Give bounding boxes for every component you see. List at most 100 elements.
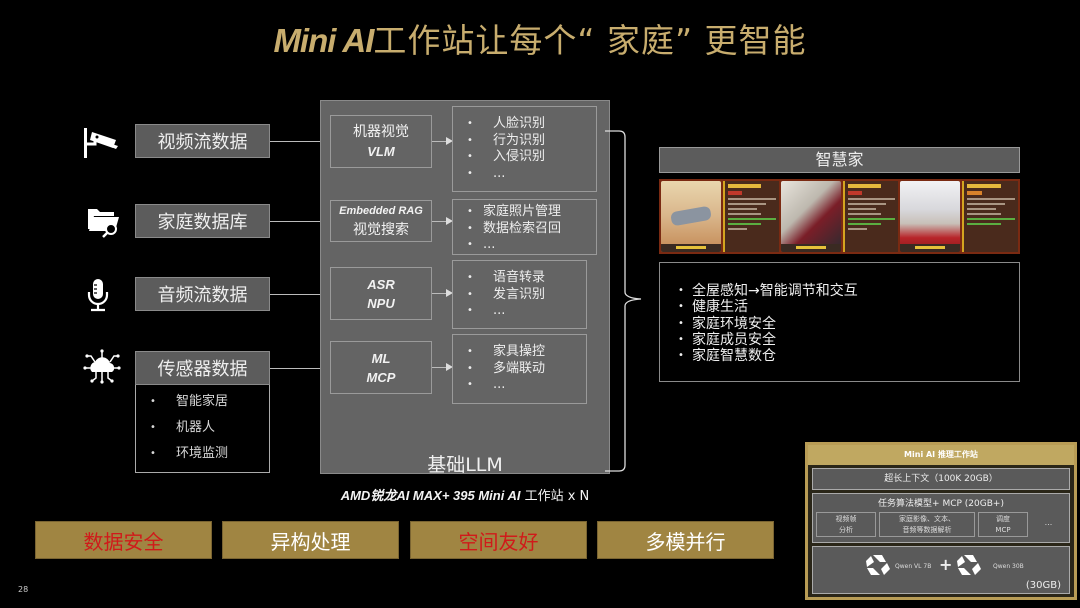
security-camera-icon [82,126,122,166]
connector-line [270,221,323,222]
connector-line [432,141,446,142]
pillar-data-security: 数据安全 [35,521,212,559]
scene-card [723,181,779,252]
pillar-space-friendly: 空间友好 [410,521,587,559]
source-label: 家庭数据库 [157,212,248,233]
page-number: 28 [18,585,29,594]
source-home-database: 家庭数据库 [135,204,270,238]
list-item: •... [467,165,506,181]
model-type: VLM [367,143,395,159]
model-row: Qwen VL 7B + Qwen 30B (30GB) [812,546,1070,594]
feature-list-asr: •语音转录 •发言识别 •... [452,260,587,329]
list-item: •... [467,377,506,392]
smart-home-scene-strip [659,179,1020,254]
model-type: NPU [367,295,395,311]
title-brand: Mini AI [273,22,374,59]
list-item: •家具操控 [467,344,546,359]
connector-line [432,367,446,368]
source-label: 音频流数据 [157,285,248,306]
source-sensor-data: 传感器数据 [135,351,270,385]
list-item: •家庭照片管理 [467,204,562,219]
scene-card [842,181,899,252]
inference-station-card: Mini AI 推理工作站 超长上下文（100K 20GB） 任务算法模型+ M… [805,442,1077,600]
feature-list-ml: •家具操控 •多端联动 •... [452,334,587,404]
source-audio-stream: 音频流数据 [135,277,270,311]
source-label: 传感器数据 [157,359,248,380]
feature-list-rag: •家庭照片管理 •数据检索召回 •... [452,199,597,255]
pillar-label: 异构处理 [270,529,351,554]
model-box-rag: Embedded RAG 视觉搜索 [330,200,432,242]
arrow-head-icon [446,363,453,371]
station-title: Mini AI 推理工作站 [808,445,1074,465]
list-item: •家庭环境安全 [678,315,776,332]
list-item: •语音转录 [467,270,546,285]
connector-line [432,293,446,294]
pillar-multimodel: 多模并行 [597,521,774,559]
base-llm-label: 基础LLM [427,454,503,476]
list-item: •多端联动 [467,360,546,376]
connector-line [270,141,323,142]
qwen-logo-icon [865,553,890,575]
connector-line [432,221,446,222]
model-a-label: Qwen VL 7B [895,563,932,570]
list-item: •... [467,303,506,318]
list-item: •家庭智慧数仓 [678,348,776,365]
smart-home-header: 智慧家 [659,147,1020,173]
sensor-type-list: •智能家居 •机器人 •环境监测 [135,385,270,473]
list-item: •健康生活 [678,299,748,316]
pillar-heterogeneous: 异构处理 [222,521,399,559]
model-type: MCP [366,369,396,385]
scene-card [962,181,1019,252]
arrow-head-icon [446,289,453,297]
smart-home-benefits: •全屋感知→智能调节和交互 •健康生活 •家庭环境安全 •家庭成员安全 •家庭智… [659,262,1020,382]
arrow-head-icon [446,137,453,145]
arrow-head-icon [446,217,453,225]
list-item: •行为识别 [467,132,546,148]
list-item: •... [467,237,496,252]
scene-image-fall [661,181,721,252]
model-name: 机器视觉 [353,123,409,140]
model-name: Embedded RAG [339,205,423,217]
list-item: •数据检索召回 [467,220,562,236]
list-item: •智能家居 [150,394,229,409]
model-b-label: Qwen 30B [993,563,1024,570]
caption-text: 工作站 x N [520,489,590,504]
curly-brace-icon [605,128,645,478]
model-name: ASR [367,276,395,292]
list-item: •人脸识别 [467,116,546,131]
plus-sign: + [939,555,953,574]
cloud-network-icon [82,348,122,388]
title-text: 工作站让每个“ 家庭” 更智能 [373,21,807,60]
scene-image-fridge [900,181,961,252]
model-box-ml: ML MCP [330,341,432,394]
model-type: 视觉搜索 [353,222,409,238]
task-data-parse: 家庭影像、文本、音频等数据解析 [879,512,975,537]
folder-search-icon [86,203,126,243]
qwen-logo-icon [956,553,981,575]
list-item: •家庭成员安全 [678,331,776,348]
model-box-vlm: 机器视觉 VLM [330,115,432,168]
connector-line [270,294,323,295]
task-model-row: 任务算法模型+ MCP (20GB+) 视频帧分析 家庭影像、文本、音频等数据解… [812,493,1070,543]
list-item: •发言识别 [467,286,546,302]
caption-brand: AMD锐龙AI MAX+ 395 Mini AI [340,488,521,503]
pillar-label: 空间友好 [458,529,539,554]
model-name: ML [371,350,391,366]
task-title: 任务算法模型+ MCP (20GB+) [878,499,1004,509]
task-more: ... [1044,518,1053,527]
pillar-label: 数据安全 [83,529,164,554]
list-item: •机器人 [150,420,216,435]
list-item: •入侵识别 [467,149,546,164]
workstation-caption: AMD锐龙AI MAX+ 395 Mini AI 工作站 x N [320,485,610,504]
model-box-asr: ASR NPU [330,267,432,320]
slide-title: Mini AI工作站让每个“ 家庭” 更智能 [0,14,1080,62]
microphone-icon [86,278,126,318]
scene-image-child [780,181,841,252]
source-video-stream: 视频流数据 [135,124,270,158]
source-label: 视频流数据 [157,132,248,153]
task-video-frame: 视频帧分析 [816,512,876,537]
connector-line [270,368,323,369]
list-item: •环境监测 [150,446,229,461]
list-item: •全屋感知→智能调节和交互 [678,283,858,299]
